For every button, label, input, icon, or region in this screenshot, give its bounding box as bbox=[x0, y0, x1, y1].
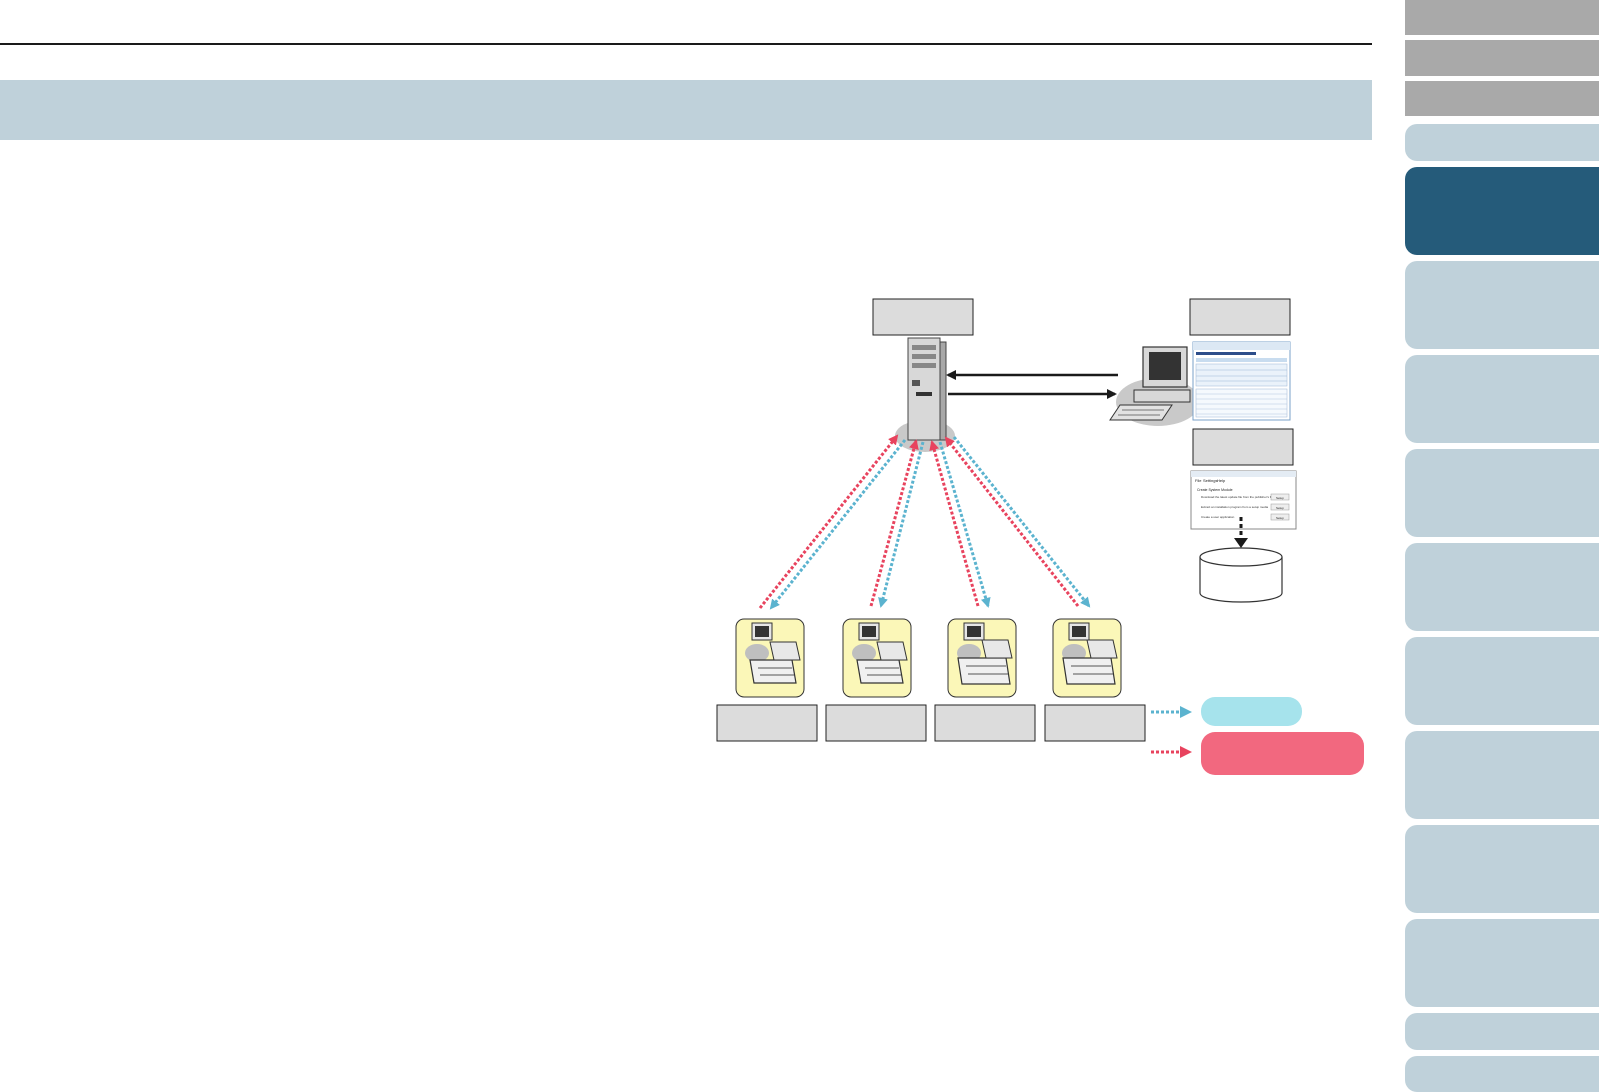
tool-row-1-text: Download the latest update file from the… bbox=[1201, 495, 1279, 499]
server-to-scanner-3-arrow bbox=[940, 442, 988, 606]
server-to-scanner-2-arrow bbox=[881, 442, 923, 606]
legend-blue-arrowhead bbox=[1180, 706, 1192, 718]
legend-blue-pill bbox=[1201, 697, 1302, 726]
legend-red-arrowhead bbox=[1180, 746, 1192, 758]
tool-row-2-button-label: Setup bbox=[1276, 506, 1284, 510]
admin-pc-label-box bbox=[1190, 299, 1290, 335]
scanner-4-to-server-arrow bbox=[946, 438, 1078, 606]
server-tower-icon bbox=[895, 338, 955, 452]
scanner-4-label-box bbox=[1045, 705, 1145, 741]
scanner-2 bbox=[843, 619, 911, 697]
tool-menu-help[interactable]: Help bbox=[1217, 478, 1226, 483]
tool-label-box bbox=[1193, 429, 1293, 465]
scanner-3-to-server-arrow bbox=[932, 442, 978, 606]
server-label-box bbox=[873, 299, 973, 335]
scanner-1-to-server-arrow bbox=[760, 436, 897, 608]
tool-row-3-text: Create a user application bbox=[1201, 515, 1235, 519]
scanner-2-label-box bbox=[826, 705, 926, 741]
admin-console-screenshot bbox=[1193, 342, 1290, 420]
admin-computer-icon bbox=[1110, 347, 1200, 426]
scanner-2-to-server-arrow bbox=[871, 441, 916, 606]
tool-row-2-text: Extract an installation program from a s… bbox=[1201, 505, 1268, 509]
legend bbox=[1151, 697, 1364, 775]
tool-row-1-button-label: Setup bbox=[1276, 496, 1284, 500]
tool-menu-file[interactable]: File bbox=[1195, 478, 1202, 483]
storage-cylinder-icon bbox=[1200, 548, 1282, 602]
connection-arrows bbox=[760, 436, 1089, 608]
scanner-4 bbox=[1053, 619, 1121, 697]
scanner-1-label-box bbox=[717, 705, 817, 741]
scanner-1 bbox=[736, 619, 804, 697]
tool-to-storage-arrowhead bbox=[1234, 538, 1248, 548]
server-to-scanner-1-arrow bbox=[771, 440, 905, 608]
tool-heading: Create System Module bbox=[1197, 488, 1233, 492]
tool-menu-settings[interactable]: Settings bbox=[1203, 478, 1217, 483]
tool-row-3-button-label: Setup bbox=[1276, 516, 1284, 520]
scanner-3-label-box bbox=[935, 705, 1035, 741]
scanner-3 bbox=[948, 619, 1016, 697]
server-to-scanner-4-arrow bbox=[954, 437, 1089, 606]
tool-window: File Settings Help Create System Module … bbox=[1191, 471, 1296, 529]
legend-red-pill bbox=[1201, 732, 1364, 775]
